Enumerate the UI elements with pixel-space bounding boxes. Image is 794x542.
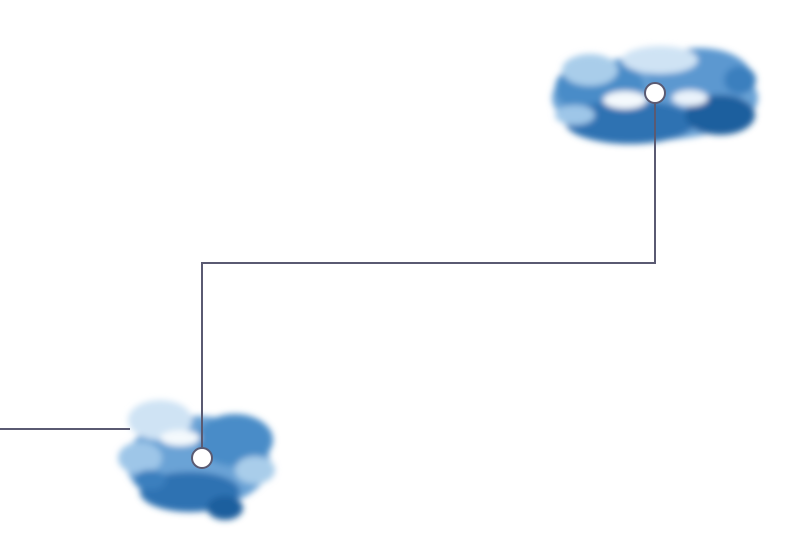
- connector-line: [0, 103, 655, 448]
- connector-path: [202, 103, 655, 448]
- connector-endpoint-top-icon: [645, 83, 665, 103]
- connector-endpoint-bottom-icon: [192, 448, 212, 468]
